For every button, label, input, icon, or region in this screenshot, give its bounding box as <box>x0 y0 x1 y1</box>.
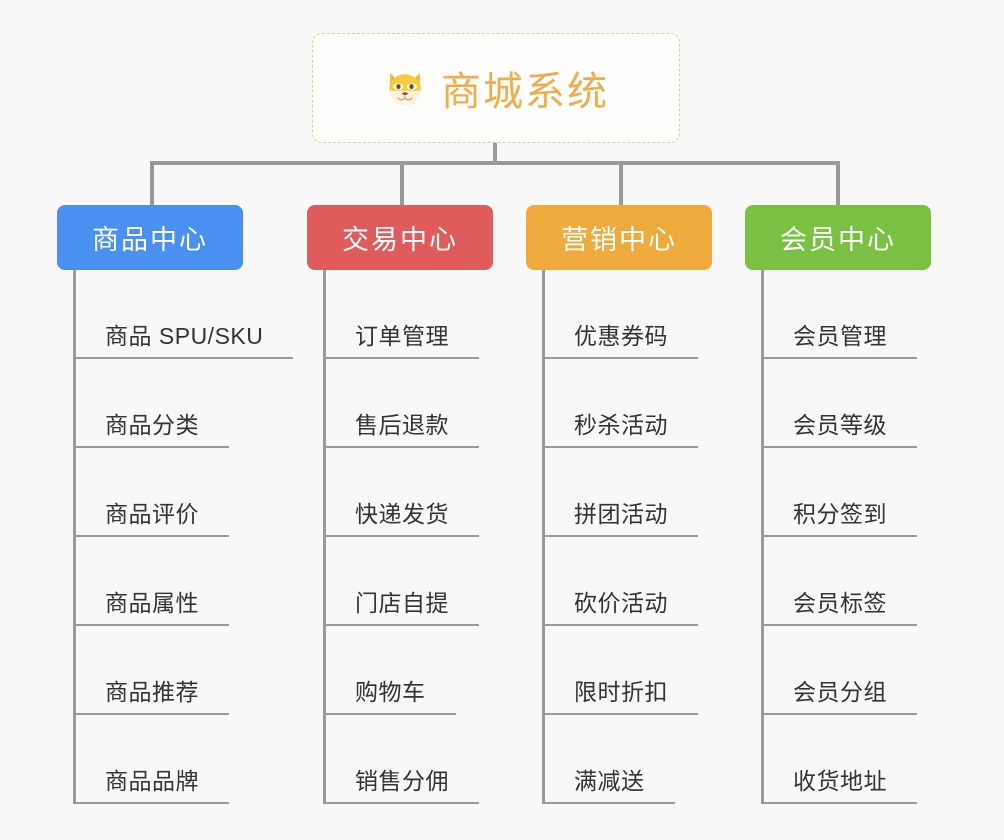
item-list-trade-center: 订单管理 售后退款 快递发货 门店自提 购物车 销售分佣 <box>307 270 493 804</box>
list-item[interactable]: 拼团活动 <box>542 448 712 537</box>
item-label: 会员标签 <box>793 590 887 616</box>
item-label: 商品品牌 <box>105 768 199 794</box>
category-title: 商品中心 <box>92 225 208 255</box>
item-label: 商品推荐 <box>105 679 199 705</box>
item-label: 秒杀活动 <box>574 412 668 438</box>
item-list-member-center: 会员管理 会员等级 积分签到 会员标签 会员分组 收货地址 <box>745 270 931 804</box>
item-label: 商品分类 <box>105 412 199 438</box>
column-marketing-center: 营销中心 优惠券码 秒杀活动 拼团活动 砍价活动 限时折扣 满减送 <box>526 205 712 804</box>
item-list-marketing-center: 优惠券码 秒杀活动 拼团活动 砍价活动 限时折扣 满减送 <box>526 270 712 804</box>
root-node-title: 商城系统 <box>441 70 609 114</box>
list-item[interactable]: 收货地址 <box>761 715 931 804</box>
list-item[interactable]: 商品推荐 <box>73 626 243 715</box>
tree-spine <box>761 270 764 804</box>
item-label: 会员等级 <box>793 412 887 438</box>
item-label: 会员分组 <box>793 679 887 705</box>
connector-drop-4 <box>836 161 840 205</box>
list-item[interactable]: 会员标签 <box>761 537 931 626</box>
item-label: 限时折扣 <box>574 679 668 705</box>
category-title: 营销中心 <box>561 225 677 255</box>
list-item[interactable]: 商品评价 <box>73 448 243 537</box>
column-product-center: 商品中心 商品 SPU/SKU 商品分类 商品评价 商品属性 商品推荐 商品品牌 <box>57 205 294 804</box>
list-item[interactable]: 砍价活动 <box>542 537 712 626</box>
connector-drop-3 <box>619 161 623 205</box>
item-label: 商品 SPU/SKU <box>105 323 264 349</box>
category-title: 会员中心 <box>780 225 896 255</box>
root-node-shopping-mall-system[interactable]: 商城系统 <box>312 33 680 143</box>
list-item[interactable]: 会员分组 <box>761 626 931 715</box>
list-item[interactable]: 秒杀活动 <box>542 359 712 448</box>
dog-face-icon <box>383 66 427 110</box>
connector-root-stem <box>493 143 497 164</box>
list-item[interactable]: 商品 SPU/SKU <box>73 270 294 359</box>
list-item[interactable]: 商品属性 <box>73 537 243 626</box>
item-label: 商品评价 <box>105 501 199 527</box>
connector-horizontal-bar <box>150 161 840 165</box>
item-label: 满减送 <box>574 768 645 794</box>
list-item[interactable]: 快递发货 <box>323 448 493 537</box>
tree-spine <box>73 270 76 804</box>
item-label: 快递发货 <box>355 501 449 527</box>
item-label: 门店自提 <box>355 590 449 616</box>
connector-drop-2 <box>400 161 404 205</box>
item-label: 会员管理 <box>793 323 887 349</box>
category-header-trade-center[interactable]: 交易中心 <box>307 205 493 270</box>
list-item[interactable]: 会员管理 <box>761 270 931 359</box>
category-header-marketing-center[interactable]: 营销中心 <box>526 205 712 270</box>
list-item[interactable]: 满减送 <box>542 715 712 804</box>
item-label: 砍价活动 <box>574 590 668 616</box>
list-item[interactable]: 优惠券码 <box>542 270 712 359</box>
list-item[interactable]: 销售分佣 <box>323 715 493 804</box>
item-label: 售后退款 <box>355 412 449 438</box>
tree-spine <box>323 270 326 804</box>
list-item[interactable]: 商品品牌 <box>73 715 243 804</box>
item-label: 购物车 <box>355 679 426 705</box>
item-label: 销售分佣 <box>355 768 449 794</box>
list-item[interactable]: 商品分类 <box>73 359 243 448</box>
list-item[interactable]: 售后退款 <box>323 359 493 448</box>
list-item[interactable]: 限时折扣 <box>542 626 712 715</box>
item-label: 订单管理 <box>355 323 449 349</box>
list-item[interactable]: 会员等级 <box>761 359 931 448</box>
item-label: 拼团活动 <box>574 501 668 527</box>
category-title: 交易中心 <box>342 225 458 255</box>
list-item[interactable]: 购物车 <box>323 626 493 715</box>
item-label: 优惠券码 <box>574 323 668 349</box>
item-list-product-center: 商品 SPU/SKU 商品分类 商品评价 商品属性 商品推荐 商品品牌 <box>57 270 294 804</box>
item-label: 商品属性 <box>105 590 199 616</box>
item-label: 收货地址 <box>793 768 887 794</box>
item-label: 积分签到 <box>793 501 887 527</box>
column-member-center: 会员中心 会员管理 会员等级 积分签到 会员标签 会员分组 收货地址 <box>745 205 931 804</box>
category-header-member-center[interactable]: 会员中心 <box>745 205 931 270</box>
list-item[interactable]: 门店自提 <box>323 537 493 626</box>
list-item[interactable]: 积分签到 <box>761 448 931 537</box>
tree-spine <box>542 270 545 804</box>
list-item[interactable]: 订单管理 <box>323 270 493 359</box>
column-trade-center: 交易中心 订单管理 售后退款 快递发货 门店自提 购物车 销售分佣 <box>307 205 493 804</box>
connector-drop-1 <box>150 161 154 205</box>
category-header-product-center[interactable]: 商品中心 <box>57 205 243 270</box>
